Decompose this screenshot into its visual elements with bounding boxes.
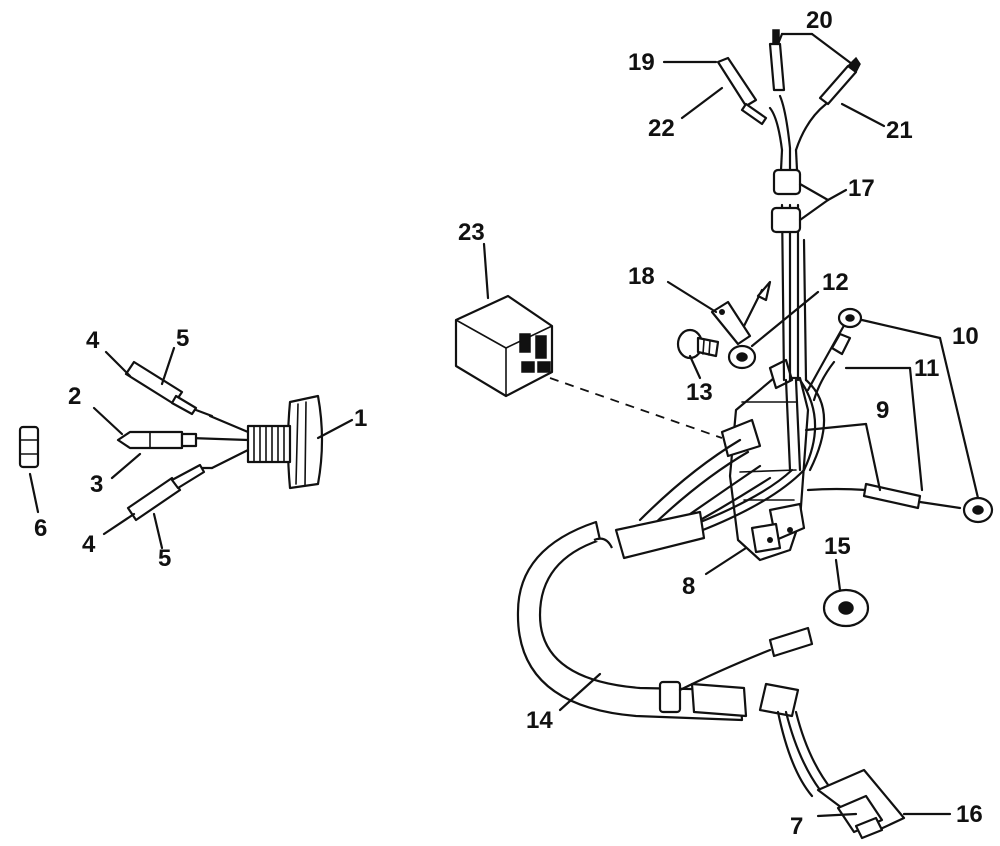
leader-lines [28,32,980,818]
callout-10: 10 [952,323,979,350]
upper-connector-pins [716,29,861,126]
ground-terminal-part [678,588,870,692]
switch-wires [188,414,250,470]
callout-12: 12 [822,269,849,296]
callout-20: 20 [806,7,833,34]
callout-7: 7 [790,813,803,840]
upper-terminal-part [124,360,214,418]
callout-2: 2 [68,383,81,410]
plug-connector-part [816,768,906,840]
ring-terminal-wire-upper [806,307,863,402]
callout-4-lower: 4 [82,531,96,558]
callout-22: 22 [648,115,675,142]
callout-6: 6 [34,515,47,542]
callout-11: 11 [914,355,939,382]
callout-4-upper: 4 [86,327,100,354]
relay-part [454,294,554,398]
lower-terminal-part [126,463,214,522]
callout-5-lower: 5 [158,545,171,572]
relay-mount-leader [549,377,723,439]
callout-15: 15 [824,533,851,560]
ring-terminal-wire-lower [806,482,994,524]
upper-sleeve-part [770,168,802,234]
callout-16: 16 [956,801,983,828]
callout-21: 21 [886,117,913,144]
washer-part [727,344,757,370]
upper-connector-leads [768,94,828,152]
callout-18: 18 [628,263,655,290]
callout-13: 13 [686,379,713,406]
callout-19: 19 [628,49,655,76]
screw-part [676,328,720,360]
middle-terminal-part [116,430,198,450]
callout-8: 8 [682,573,695,600]
callout-1: 1 [354,405,367,432]
small-nut-part [18,425,40,469]
callout-5-upper: 5 [176,325,189,352]
clip-part [710,280,772,346]
callout-17: 17 [848,175,875,202]
lower-cable-segment [758,682,834,798]
callout-3: 3 [90,471,103,498]
switch-body-part [246,394,324,490]
callout-labels: 1 2 3 4 5 4 5 6 23 18 12 13 17 19 20 21 … [34,7,983,840]
callout-14: 14 [526,707,553,734]
callout-9: 9 [876,397,889,424]
main-cable-part [516,510,748,722]
callout-23: 23 [458,219,485,246]
